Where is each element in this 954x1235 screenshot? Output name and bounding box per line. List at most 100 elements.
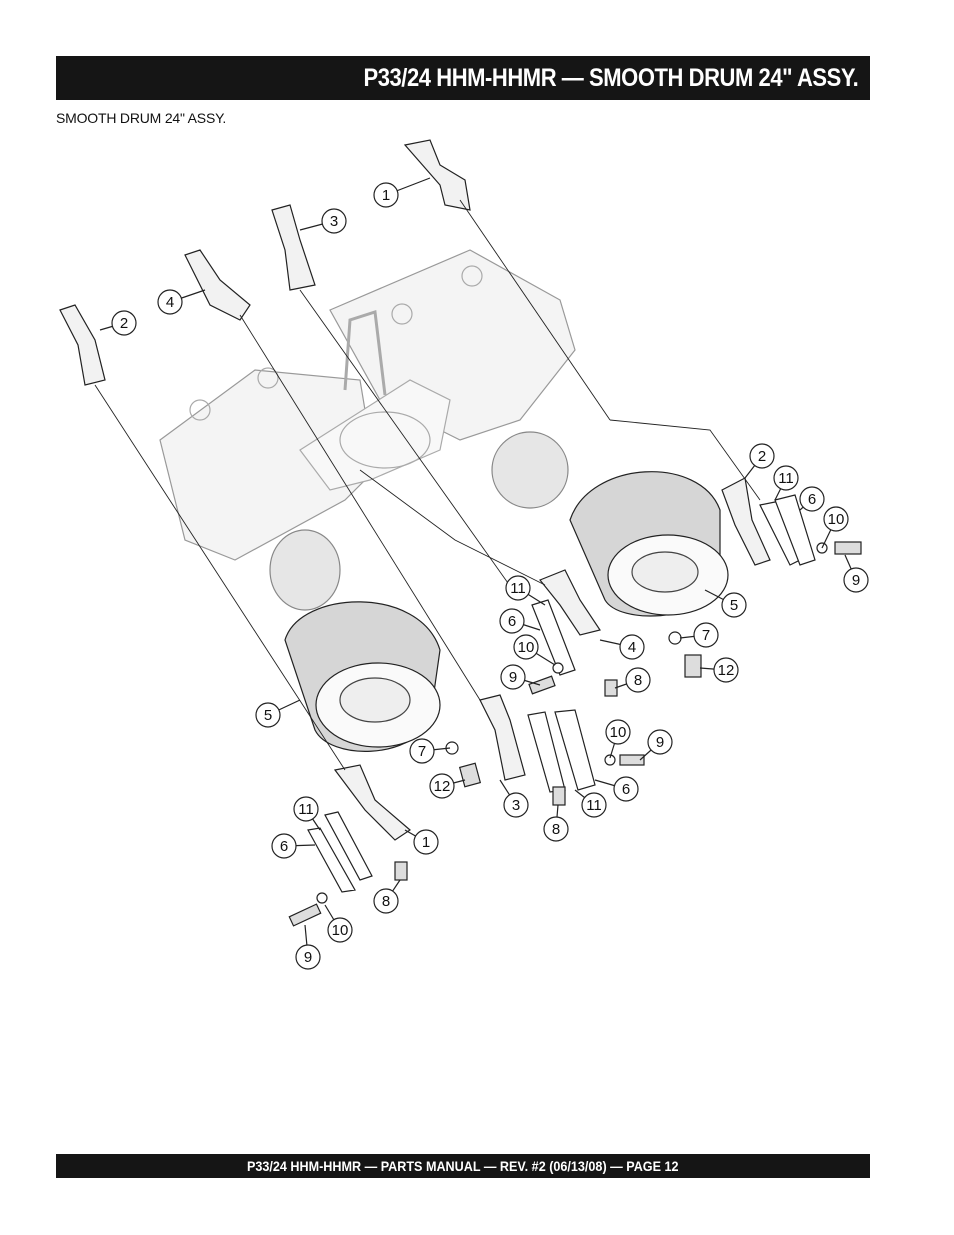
roller <box>391 303 413 325</box>
callout-number: 11 <box>586 797 602 814</box>
drive-hub-left <box>269 529 341 611</box>
bolt-12-right <box>684 654 702 678</box>
drive-hub-right <box>491 431 569 509</box>
callout-number: 8 <box>552 821 560 838</box>
callout-number: 12 <box>434 778 451 795</box>
washer-7-right <box>668 631 682 645</box>
bolt-12-left <box>458 762 482 788</box>
callout-number: 6 <box>508 613 516 630</box>
callout-circle <box>543 816 569 842</box>
washer-10-mid <box>552 662 564 674</box>
callout-circle <box>605 719 631 745</box>
callout-circle <box>513 634 539 660</box>
callout-circle <box>503 792 529 818</box>
callout-number: 8 <box>382 893 390 910</box>
drum-left-plate <box>339 677 411 723</box>
frame-center-connector <box>299 379 451 491</box>
callout-circle <box>295 944 321 970</box>
callout-circle <box>799 486 825 512</box>
callout-circle <box>625 667 651 693</box>
scraper-bracket-4-top <box>184 249 251 321</box>
callout-number: 7 <box>418 743 426 760</box>
callout-circle <box>843 567 869 593</box>
center-ring <box>339 411 431 469</box>
page-title: P33/24 HHM-HHMR — SMOOTH DRUM 24" ASSY. <box>363 63 858 92</box>
bolt-9-right <box>834 541 862 555</box>
callout-circle <box>619 634 645 660</box>
callout-number: 12 <box>718 662 735 679</box>
roller <box>461 265 483 287</box>
lift-handle <box>343 310 387 396</box>
callout-number: 8 <box>634 672 642 689</box>
section-subtitle: SMOOTH DRUM 24" ASSY. <box>56 110 227 126</box>
callout-number: 2 <box>758 448 766 465</box>
callout-number: 10 <box>828 511 845 528</box>
bolt-9-mid <box>528 675 556 695</box>
scraper-blade-6-right <box>774 494 816 566</box>
callout-number: 10 <box>332 922 349 939</box>
callout-number: 9 <box>304 949 312 966</box>
scraper-bracket-1-top <box>403 139 471 211</box>
callout-circle <box>505 575 531 601</box>
callout-number: 6 <box>622 781 630 798</box>
callout-number: 9 <box>656 734 664 751</box>
callout-number: 4 <box>628 639 636 656</box>
scraper-bracket-2-right <box>721 477 771 566</box>
scraper-blade-mid <box>531 599 576 676</box>
callout-circle <box>413 829 439 855</box>
callout-circle <box>713 657 739 683</box>
page-footer-bar: P33/24 HHM-HHMR — PARTS MANUAL — REV. #2… <box>56 1154 870 1178</box>
callout-number: 5 <box>264 707 272 724</box>
washer-10-low <box>604 754 616 766</box>
roller <box>257 367 279 389</box>
callout-circle <box>581 792 607 818</box>
callout-circle <box>499 608 525 634</box>
callout-circle <box>255 702 281 728</box>
page-title-bar: P33/24 HHM-HHMR — SMOOTH DRUM 24" ASSY. <box>56 56 870 100</box>
washer-10-left <box>316 892 328 904</box>
callout-number: 3 <box>330 213 338 230</box>
scraper-bracket-4-mid <box>539 569 601 636</box>
callout-number: 2 <box>120 315 128 332</box>
callout-circle <box>409 738 435 764</box>
roller <box>189 399 211 421</box>
callout-circle <box>373 888 399 914</box>
scraper-bracket-3-top <box>271 204 316 291</box>
frame-left-module <box>159 369 376 561</box>
callout-circle <box>773 465 799 491</box>
callout-number: 11 <box>298 801 314 818</box>
callout-number: 1 <box>422 834 430 851</box>
callout-circle <box>271 833 297 859</box>
scraper-blade-low-left-a <box>307 827 356 893</box>
scraper-bracket-3-low <box>479 694 526 781</box>
callout-number: 10 <box>610 724 627 741</box>
callout-circle <box>500 664 526 690</box>
callout-circle <box>157 289 183 315</box>
callout-number: 5 <box>730 597 738 614</box>
callout-number: 9 <box>509 669 517 686</box>
callout-circle <box>823 506 849 532</box>
bolt-9-low <box>619 754 645 766</box>
callout-circle <box>293 796 319 822</box>
scraper-blade-low-b <box>554 709 596 791</box>
callout-number: 6 <box>808 491 816 508</box>
callout-number: 1 <box>382 187 390 204</box>
callout-number: 11 <box>778 470 794 487</box>
bolt-8-mid <box>604 679 618 697</box>
callout-circle <box>111 310 137 336</box>
drum-right-plate <box>631 551 699 593</box>
scraper-blade-low-left-b <box>324 811 373 881</box>
callout-circle <box>647 729 673 755</box>
callout-circle <box>749 443 775 469</box>
bolt-8-left <box>394 861 408 881</box>
callout-circle <box>613 776 639 802</box>
bolt-8-low <box>552 786 566 806</box>
callout-number: 9 <box>852 572 860 589</box>
callout-number: 11 <box>510 580 526 597</box>
callout-circle <box>429 773 455 799</box>
callout-circle <box>693 622 719 648</box>
callout-number: 6 <box>280 838 288 855</box>
callout-circle <box>373 182 399 208</box>
scraper-bracket-2-top <box>59 304 106 386</box>
